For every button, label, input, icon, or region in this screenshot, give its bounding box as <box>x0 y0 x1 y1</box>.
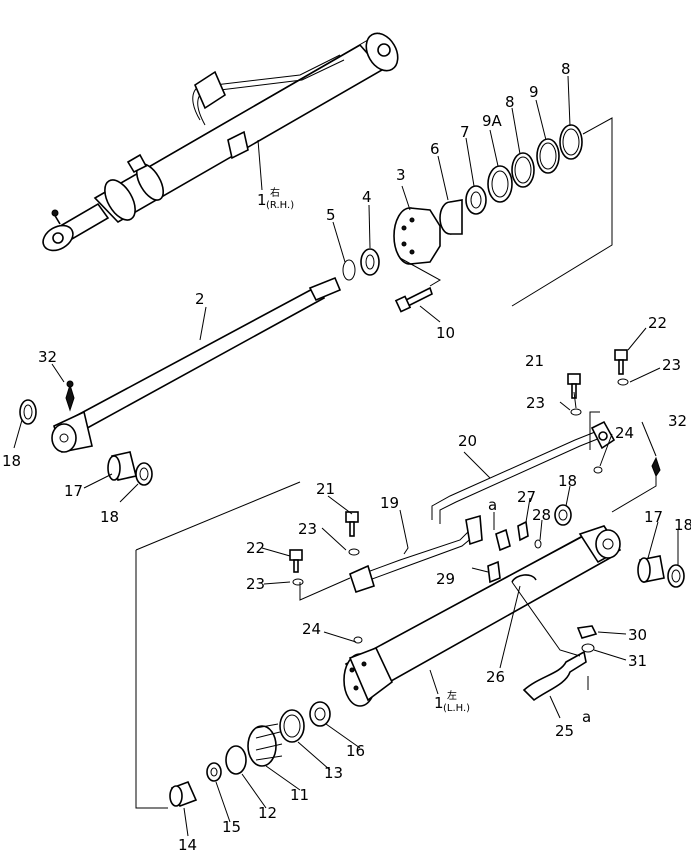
leader-lines <box>13 75 679 837</box>
callout-16: 16 <box>346 742 365 760</box>
callout-22-upper: 22 <box>648 314 667 332</box>
callout-26: 26 <box>486 668 505 686</box>
callout-32-cylinder: 32 <box>668 412 687 430</box>
callout-17-rod: 17 <box>64 482 83 500</box>
callout-29: 29 <box>436 570 455 588</box>
callout-22-lower: 22 <box>246 539 265 557</box>
callout-8-inner: 8 <box>505 93 515 111</box>
callout-20: 20 <box>458 432 477 450</box>
callout-4: 4 <box>362 188 372 206</box>
callout-23-lower-upper: 23 <box>298 520 317 538</box>
callout-3: 3 <box>396 166 406 184</box>
ref-a-bottom: a <box>582 708 591 726</box>
callout-30: 30 <box>628 626 647 644</box>
callout-28: 28 <box>532 506 551 524</box>
assembly-label-rh-number: 1 <box>257 191 267 209</box>
callout-9: 9 <box>529 83 539 101</box>
assembly-label-lh-side-jp: 左 <box>447 689 457 702</box>
callout-18-cylinder: 18 <box>674 516 691 534</box>
callout-7: 7 <box>460 123 470 141</box>
callout-13: 13 <box>324 764 343 782</box>
callout-11: 11 <box>290 786 309 804</box>
callout-21-lower: 21 <box>316 480 335 498</box>
callout-23-upper-left: 23 <box>526 394 545 412</box>
callout-23-upper-right: 23 <box>662 356 681 374</box>
cylinder-head-parts <box>342 124 583 313</box>
cylinder-assembly-lh <box>289 349 685 707</box>
callout-12: 12 <box>258 804 277 822</box>
callout-labels: 2 3 4 5 6 7 9A 8 9 8 10 32 18 17 18 21 2… <box>2 60 691 854</box>
callout-17-cylinder: 17 <box>644 508 663 526</box>
callout-25: 25 <box>555 722 574 740</box>
callout-18-rod-right: 18 <box>100 508 119 526</box>
assembly-label-lh-number: 1 <box>434 694 444 712</box>
cylinder-assembly-rh <box>42 32 399 252</box>
callout-21-upper: 21 <box>525 352 544 370</box>
piston-rod <box>19 276 342 486</box>
callout-18-upper: 18 <box>558 472 577 490</box>
callout-31: 31 <box>628 652 647 670</box>
assembly-label-rh-side: (R.H.) <box>266 200 294 211</box>
callout-18-rod-left: 18 <box>2 452 21 470</box>
callout-24-upper: 24 <box>615 424 634 442</box>
callout-19: 19 <box>380 494 399 512</box>
callout-24-lower: 24 <box>302 620 321 638</box>
callout-14: 14 <box>178 836 197 854</box>
callout-10: 10 <box>436 324 455 342</box>
callout-32-rod: 32 <box>38 348 57 366</box>
assembly-label-lh-side: (L.H.) <box>443 703 470 714</box>
callout-6: 6 <box>430 140 440 158</box>
callout-9a: 9A <box>482 112 503 130</box>
assembly-label-rh-side-jp: 右 <box>270 186 280 199</box>
callout-5: 5 <box>326 206 336 224</box>
callout-27: 27 <box>517 488 536 506</box>
piston-parts <box>169 701 331 808</box>
callout-8-outer: 8 <box>561 60 571 78</box>
callout-15: 15 <box>222 818 241 836</box>
callout-2: 2 <box>195 290 205 308</box>
ref-a-top: a <box>488 496 497 514</box>
callout-23-lower: 23 <box>246 575 265 593</box>
